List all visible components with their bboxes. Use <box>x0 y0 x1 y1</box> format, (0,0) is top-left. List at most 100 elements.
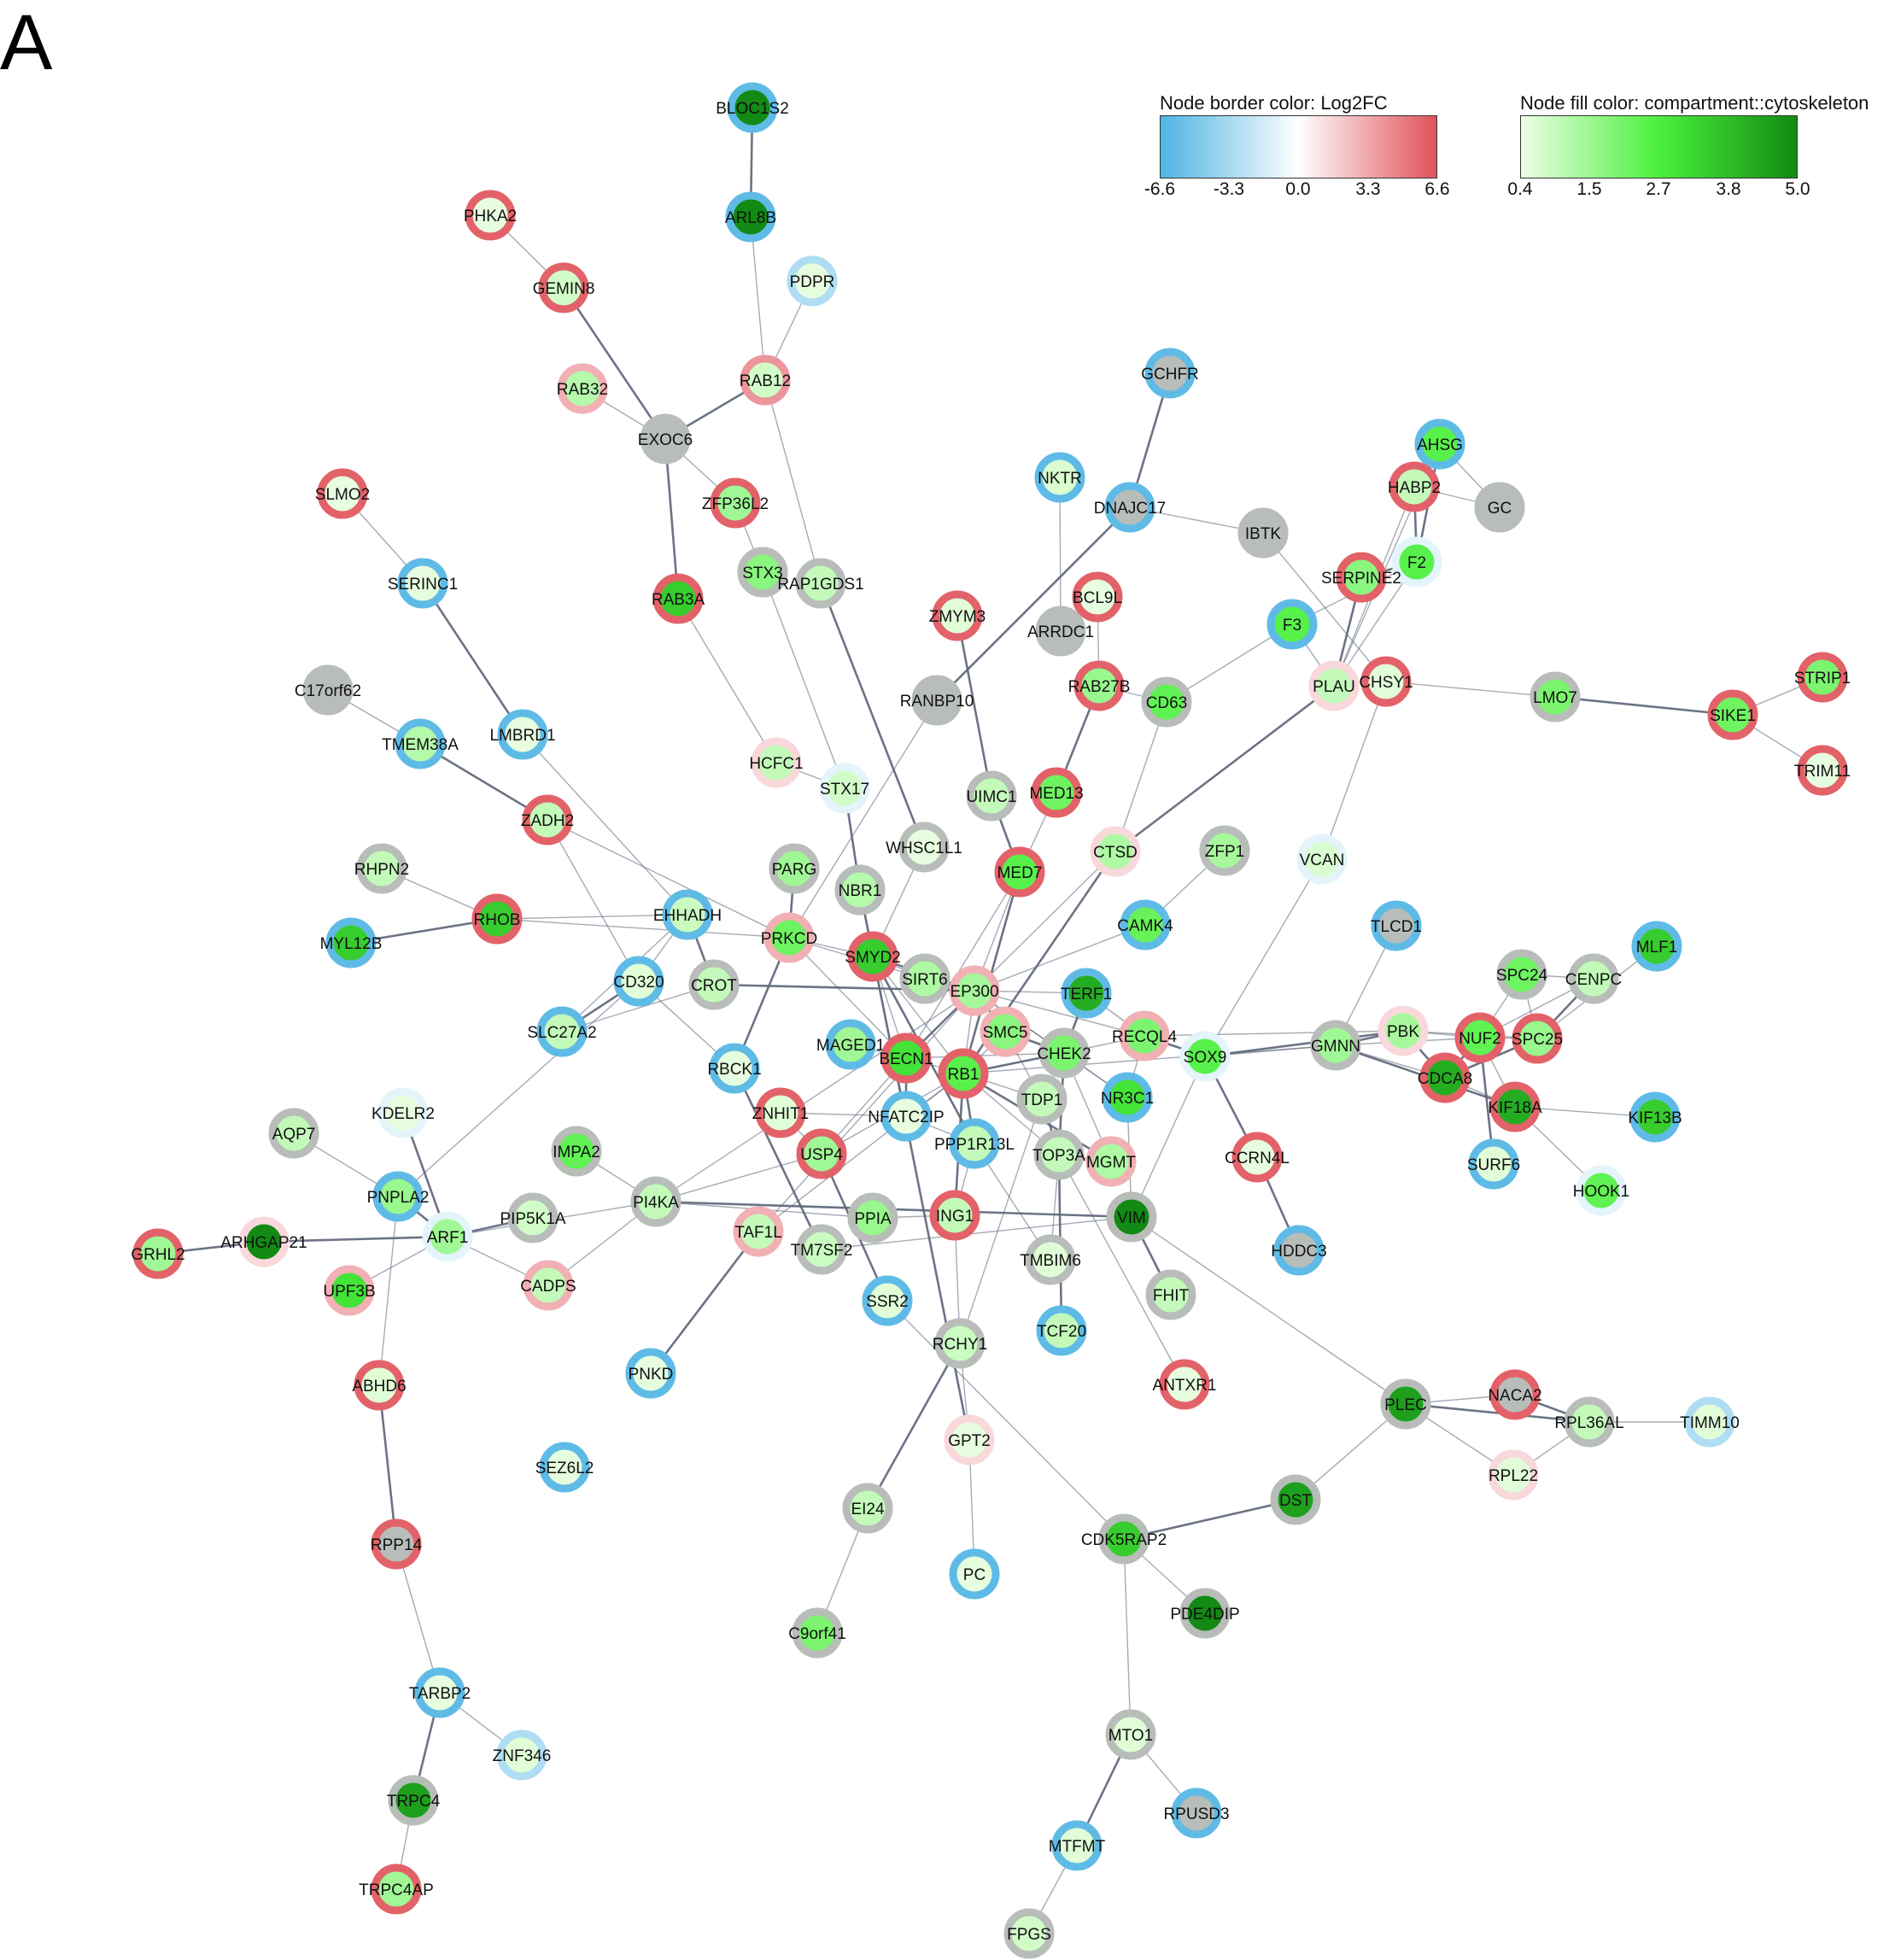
node-mtfmt[interactable]: MTFMT <box>1049 1820 1106 1871</box>
node-circle[interactable] <box>944 1414 995 1466</box>
node-circle[interactable] <box>737 547 788 598</box>
node-rpl22[interactable]: RPL22 <box>1488 1449 1539 1501</box>
node-ccrn4l[interactable]: CCRN4L <box>1225 1132 1290 1183</box>
node-ei24[interactable]: EI24 <box>842 1483 893 1534</box>
node-spc24[interactable]: SPC24 <box>1496 949 1548 1000</box>
node-arrdc1[interactable]: ARRDC1 <box>1027 606 1094 657</box>
node-bcl9l[interactable]: BCL9L <box>1072 571 1123 623</box>
node-nbr1[interactable]: NBR1 <box>834 864 886 916</box>
node-c17orf62[interactable]: C17orf62 <box>295 664 361 716</box>
node-zfp36l2[interactable]: ZFP36L2 <box>702 477 769 529</box>
node-dnajc17[interactable]: DNAJC17 <box>1094 482 1166 533</box>
node-rbck1[interactable]: RBCK1 <box>707 1043 762 1094</box>
node-chsy1[interactable]: CHSY1 <box>1359 656 1413 707</box>
node-spc25[interactable]: SPC25 <box>1512 1013 1563 1064</box>
node-circle[interactable] <box>1360 656 1412 707</box>
node-circle[interactable] <box>317 468 368 519</box>
node-circle[interactable] <box>1308 660 1360 711</box>
node-circle[interactable] <box>796 1128 847 1179</box>
node-circle[interactable] <box>949 965 1000 1016</box>
node-circle[interactable] <box>1231 1132 1283 1183</box>
node-circle[interactable] <box>1273 1225 1325 1276</box>
node-sez6l2[interactable]: SEZ6L2 <box>535 1442 594 1493</box>
node-circle[interactable] <box>1104 482 1155 533</box>
node-rab27b[interactable]: RAB27B <box>1068 660 1131 711</box>
node-tm7sf2[interactable]: TM7SF2 <box>791 1224 853 1275</box>
node-naca2[interactable]: NACA2 <box>1488 1369 1542 1420</box>
node-circle[interactable] <box>497 709 548 760</box>
node-circle[interactable] <box>507 1192 559 1243</box>
node-cd320[interactable]: CD320 <box>613 956 664 1007</box>
node-rb1[interactable]: RB1 <box>938 1048 989 1099</box>
node-circle[interactable] <box>727 82 778 133</box>
node-circle[interactable] <box>325 917 377 968</box>
node-circle[interactable] <box>1031 767 1082 818</box>
node-circle[interactable] <box>1296 834 1348 885</box>
node-myl12b[interactable]: MYL12B <box>320 917 383 968</box>
node-vim[interactable]: VIM <box>1106 1191 1157 1243</box>
node-circle[interactable] <box>740 354 791 406</box>
node-circle[interactable] <box>1576 1165 1627 1216</box>
node-smyd2[interactable]: SMYD2 <box>845 931 901 982</box>
node-circle[interactable] <box>1336 552 1387 603</box>
node-circle[interactable] <box>769 843 820 894</box>
node-tlcd1[interactable]: TLCD1 <box>1371 900 1422 951</box>
node-circle[interactable] <box>471 893 523 945</box>
node-stx3[interactable]: STX3 <box>737 547 788 598</box>
node-chek2[interactable]: CHEK2 <box>1037 1027 1091 1079</box>
node-circle[interactable] <box>1199 825 1250 876</box>
node-circle[interactable] <box>1145 1269 1196 1320</box>
node-circle[interactable] <box>536 1006 588 1057</box>
node-circle[interactable] <box>397 558 448 609</box>
node-rab12[interactable]: RAB12 <box>740 354 791 406</box>
node-circle[interactable] <box>1105 1709 1156 1760</box>
node-circle[interactable] <box>1051 1820 1103 1871</box>
node-kif18a[interactable]: KIF18A <box>1488 1081 1542 1132</box>
node-circle[interactable] <box>1797 652 1848 703</box>
node-sirt6[interactable]: SIRT6 <box>899 953 950 1004</box>
node-circle[interactable] <box>938 1048 989 1099</box>
node-circle[interactable] <box>662 889 713 940</box>
node-pip5k1a[interactable]: PIP5K1A <box>500 1192 566 1243</box>
node-ep300[interactable]: EP300 <box>949 965 1000 1016</box>
node-circle[interactable] <box>763 912 815 963</box>
node-slmo2[interactable]: SLMO2 <box>315 468 370 519</box>
node-ctsd[interactable]: CTSD <box>1090 826 1141 877</box>
node-pbk[interactable]: PBK <box>1377 1005 1429 1056</box>
node-rhob[interactable]: RHOB <box>471 893 523 945</box>
node-trpc4[interactable]: TRPC4 <box>387 1775 441 1826</box>
node-circle[interactable] <box>934 1318 986 1369</box>
node-prkcd[interactable]: PRKCD <box>761 912 818 963</box>
node-cdca8[interactable]: CDCA8 <box>1418 1052 1472 1103</box>
node-circle[interactable] <box>1034 452 1085 503</box>
node-circle[interactable] <box>755 1087 806 1138</box>
node-circle[interactable] <box>1119 1010 1170 1062</box>
node-circle[interactable] <box>880 1033 932 1084</box>
node-circle[interactable] <box>725 191 776 243</box>
node-antxr1[interactable]: ANTXR1 <box>1153 1359 1217 1410</box>
node-circle[interactable] <box>1102 1072 1153 1123</box>
node-circle[interactable] <box>1171 1787 1222 1839</box>
node-fhit[interactable]: FHIT <box>1145 1269 1196 1320</box>
node-gmnn[interactable]: GMNN <box>1310 1020 1361 1071</box>
node-circle[interactable] <box>1072 571 1123 623</box>
node-rab3a[interactable]: RAB3A <box>652 573 705 624</box>
node-pde4dip[interactable]: PDE4DIP <box>1170 1588 1240 1639</box>
node-circle[interactable] <box>710 477 761 529</box>
node-circle[interactable] <box>949 1118 1000 1169</box>
node-circle[interactable] <box>1035 606 1086 657</box>
node-f2[interactable]: F2 <box>1391 536 1442 588</box>
node-lmo7[interactable]: LMO7 <box>1530 671 1581 723</box>
node-circle[interactable] <box>1391 536 1442 588</box>
node-circle[interactable] <box>630 1176 681 1227</box>
node-mlf1[interactable]: MLF1 <box>1631 921 1682 972</box>
node-pnkd[interactable]: PNKD <box>625 1348 676 1399</box>
node-stx17[interactable]: STX17 <box>819 763 870 814</box>
node-circle[interactable] <box>324 1265 375 1316</box>
node-circle[interactable] <box>1530 671 1581 723</box>
node-trim11[interactable]: TRIM11 <box>1794 745 1851 796</box>
node-circle[interactable] <box>1073 660 1125 711</box>
node-circle[interactable] <box>1038 1027 1090 1079</box>
node-ahsg[interactable]: AHSG <box>1414 418 1465 470</box>
node-habp2[interactable]: HABP2 <box>1388 461 1441 512</box>
